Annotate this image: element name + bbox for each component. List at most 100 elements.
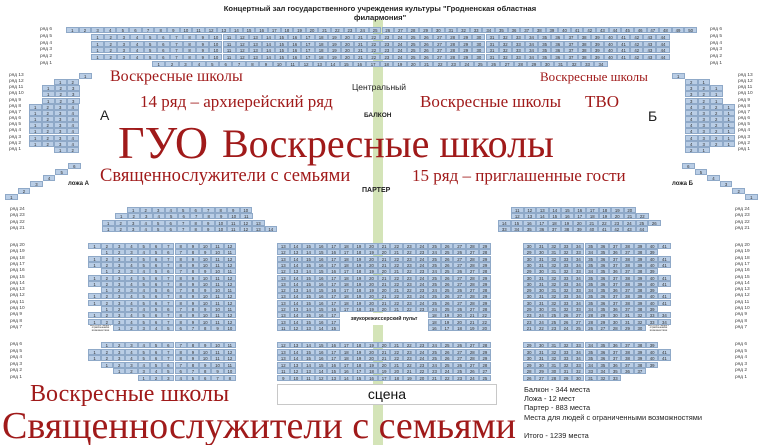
seat[interactable]: 3: [178, 61, 193, 67]
seat[interactable]: 24: [415, 299, 429, 306]
seat[interactable]: 2: [100, 318, 113, 325]
seat[interactable]: 25: [440, 306, 454, 312]
seat[interactable]: 2: [697, 97, 710, 104]
seat[interactable]: 8: [174, 255, 187, 262]
seat[interactable]: 10: [199, 318, 212, 325]
seat[interactable]: 3: [113, 261, 126, 268]
seat[interactable]: 24: [466, 375, 479, 381]
seat[interactable]: 6: [156, 33, 170, 40]
seat[interactable]: 13: [289, 361, 303, 368]
seat[interactable]: 16: [288, 54, 302, 61]
seat[interactable]: 25: [428, 348, 441, 355]
seat[interactable]: 42: [630, 40, 644, 47]
seat[interactable]: 9: [186, 348, 200, 355]
seat[interactable]: 2: [100, 299, 113, 306]
seat[interactable]: 41: [658, 299, 671, 306]
seat[interactable]: 33: [572, 342, 585, 348]
seat[interactable]: 10: [211, 342, 224, 348]
seat[interactable]: 44: [608, 27, 622, 33]
seat[interactable]: 28: [466, 293, 479, 300]
seat[interactable]: 3: [67, 97, 80, 104]
seat[interactable]: 26: [453, 287, 466, 294]
seat[interactable]: 32: [498, 40, 512, 47]
seat[interactable]: 22: [390, 255, 403, 262]
seat[interactable]: 4: [685, 109, 698, 116]
seat[interactable]: 5: [137, 255, 150, 262]
seat[interactable]: 34: [510, 225, 523, 232]
seat[interactable]: 32: [457, 27, 470, 33]
seat[interactable]: 2: [710, 122, 723, 129]
seat[interactable]: 21: [390, 306, 403, 312]
seat[interactable]: 21: [420, 61, 434, 67]
seat[interactable]: 25: [428, 355, 441, 362]
seat[interactable]: 7: [162, 355, 175, 362]
seat[interactable]: 23: [403, 280, 416, 287]
seat[interactable]: 10: [211, 268, 224, 275]
seat[interactable]: 38: [633, 287, 646, 294]
seat[interactable]: 13: [277, 280, 290, 287]
seat[interactable]: 26: [453, 361, 466, 368]
seat[interactable]: 31: [547, 268, 560, 275]
seat[interactable]: 15: [275, 47, 289, 54]
seat[interactable]: 26: [440, 261, 454, 268]
seat[interactable]: 10: [223, 324, 236, 331]
seat[interactable]: 41: [658, 261, 671, 268]
seat[interactable]: 22: [415, 368, 429, 375]
seat[interactable]: 31: [547, 342, 560, 348]
seat[interactable]: 35: [596, 306, 610, 312]
seat[interactable]: 19: [365, 268, 378, 275]
seat[interactable]: 30: [547, 368, 560, 375]
seat[interactable]: 42: [630, 47, 644, 54]
seat[interactable]: 3: [127, 225, 140, 232]
seat[interactable]: 32: [547, 348, 560, 355]
seat[interactable]: 32: [547, 261, 560, 268]
seat[interactable]: 19: [440, 318, 454, 325]
seat[interactable]: 26: [440, 280, 454, 287]
seat[interactable]: 1: [722, 128, 735, 135]
seat[interactable]: 32: [559, 287, 573, 294]
seat[interactable]: 27: [432, 33, 447, 40]
seat[interactable]: 12: [239, 219, 252, 226]
seat[interactable]: 4: [125, 312, 138, 319]
seat[interactable]: 21: [377, 261, 391, 268]
seat[interactable]: 6: [162, 249, 175, 256]
seat[interactable]: 18: [586, 213, 599, 220]
seat[interactable]: 10: [179, 27, 193, 33]
seat[interactable]: 29: [559, 375, 573, 381]
seat[interactable]: 29: [419, 27, 432, 33]
seat[interactable]: 27: [453, 243, 466, 249]
seat[interactable]: 7: [169, 54, 184, 61]
seat[interactable]: 42: [630, 33, 644, 40]
seat[interactable]: 31: [535, 293, 548, 300]
seat[interactable]: 10: [239, 207, 252, 213]
seat[interactable]: 15: [314, 268, 328, 275]
seat[interactable]: 15: [314, 342, 328, 348]
seat[interactable]: 8: [154, 27, 167, 33]
seat[interactable]: 28: [584, 318, 597, 325]
seat[interactable]: 24: [415, 348, 429, 355]
seat[interactable]: 27: [466, 361, 479, 368]
seat[interactable]: 23: [547, 324, 560, 331]
seat[interactable]: 22: [478, 312, 491, 319]
seat[interactable]: 3: [140, 213, 153, 220]
seat[interactable]: 29: [459, 33, 473, 40]
seat[interactable]: 9: [186, 293, 200, 300]
seat[interactable]: 21: [390, 287, 403, 294]
seat[interactable]: 27: [432, 54, 447, 61]
seat[interactable]: 6: [149, 274, 163, 281]
seat[interactable]: 28: [478, 342, 492, 348]
seat[interactable]: 38: [621, 280, 634, 287]
seat[interactable]: 19: [611, 207, 624, 213]
seat[interactable]: 24: [415, 261, 429, 268]
seat[interactable]: 17: [301, 54, 315, 61]
seat[interactable]: 24: [415, 280, 429, 287]
seat[interactable]: 15: [302, 243, 315, 249]
seat[interactable]: 15: [275, 54, 289, 61]
seat[interactable]: 10: [211, 361, 224, 368]
seat[interactable]: 35: [596, 287, 610, 294]
seat[interactable]: 22: [390, 261, 403, 268]
seat[interactable]: 25: [478, 375, 492, 381]
seat[interactable]: 9: [186, 261, 200, 268]
seat[interactable]: 25: [453, 368, 466, 375]
seat[interactable]: 43: [643, 54, 657, 61]
